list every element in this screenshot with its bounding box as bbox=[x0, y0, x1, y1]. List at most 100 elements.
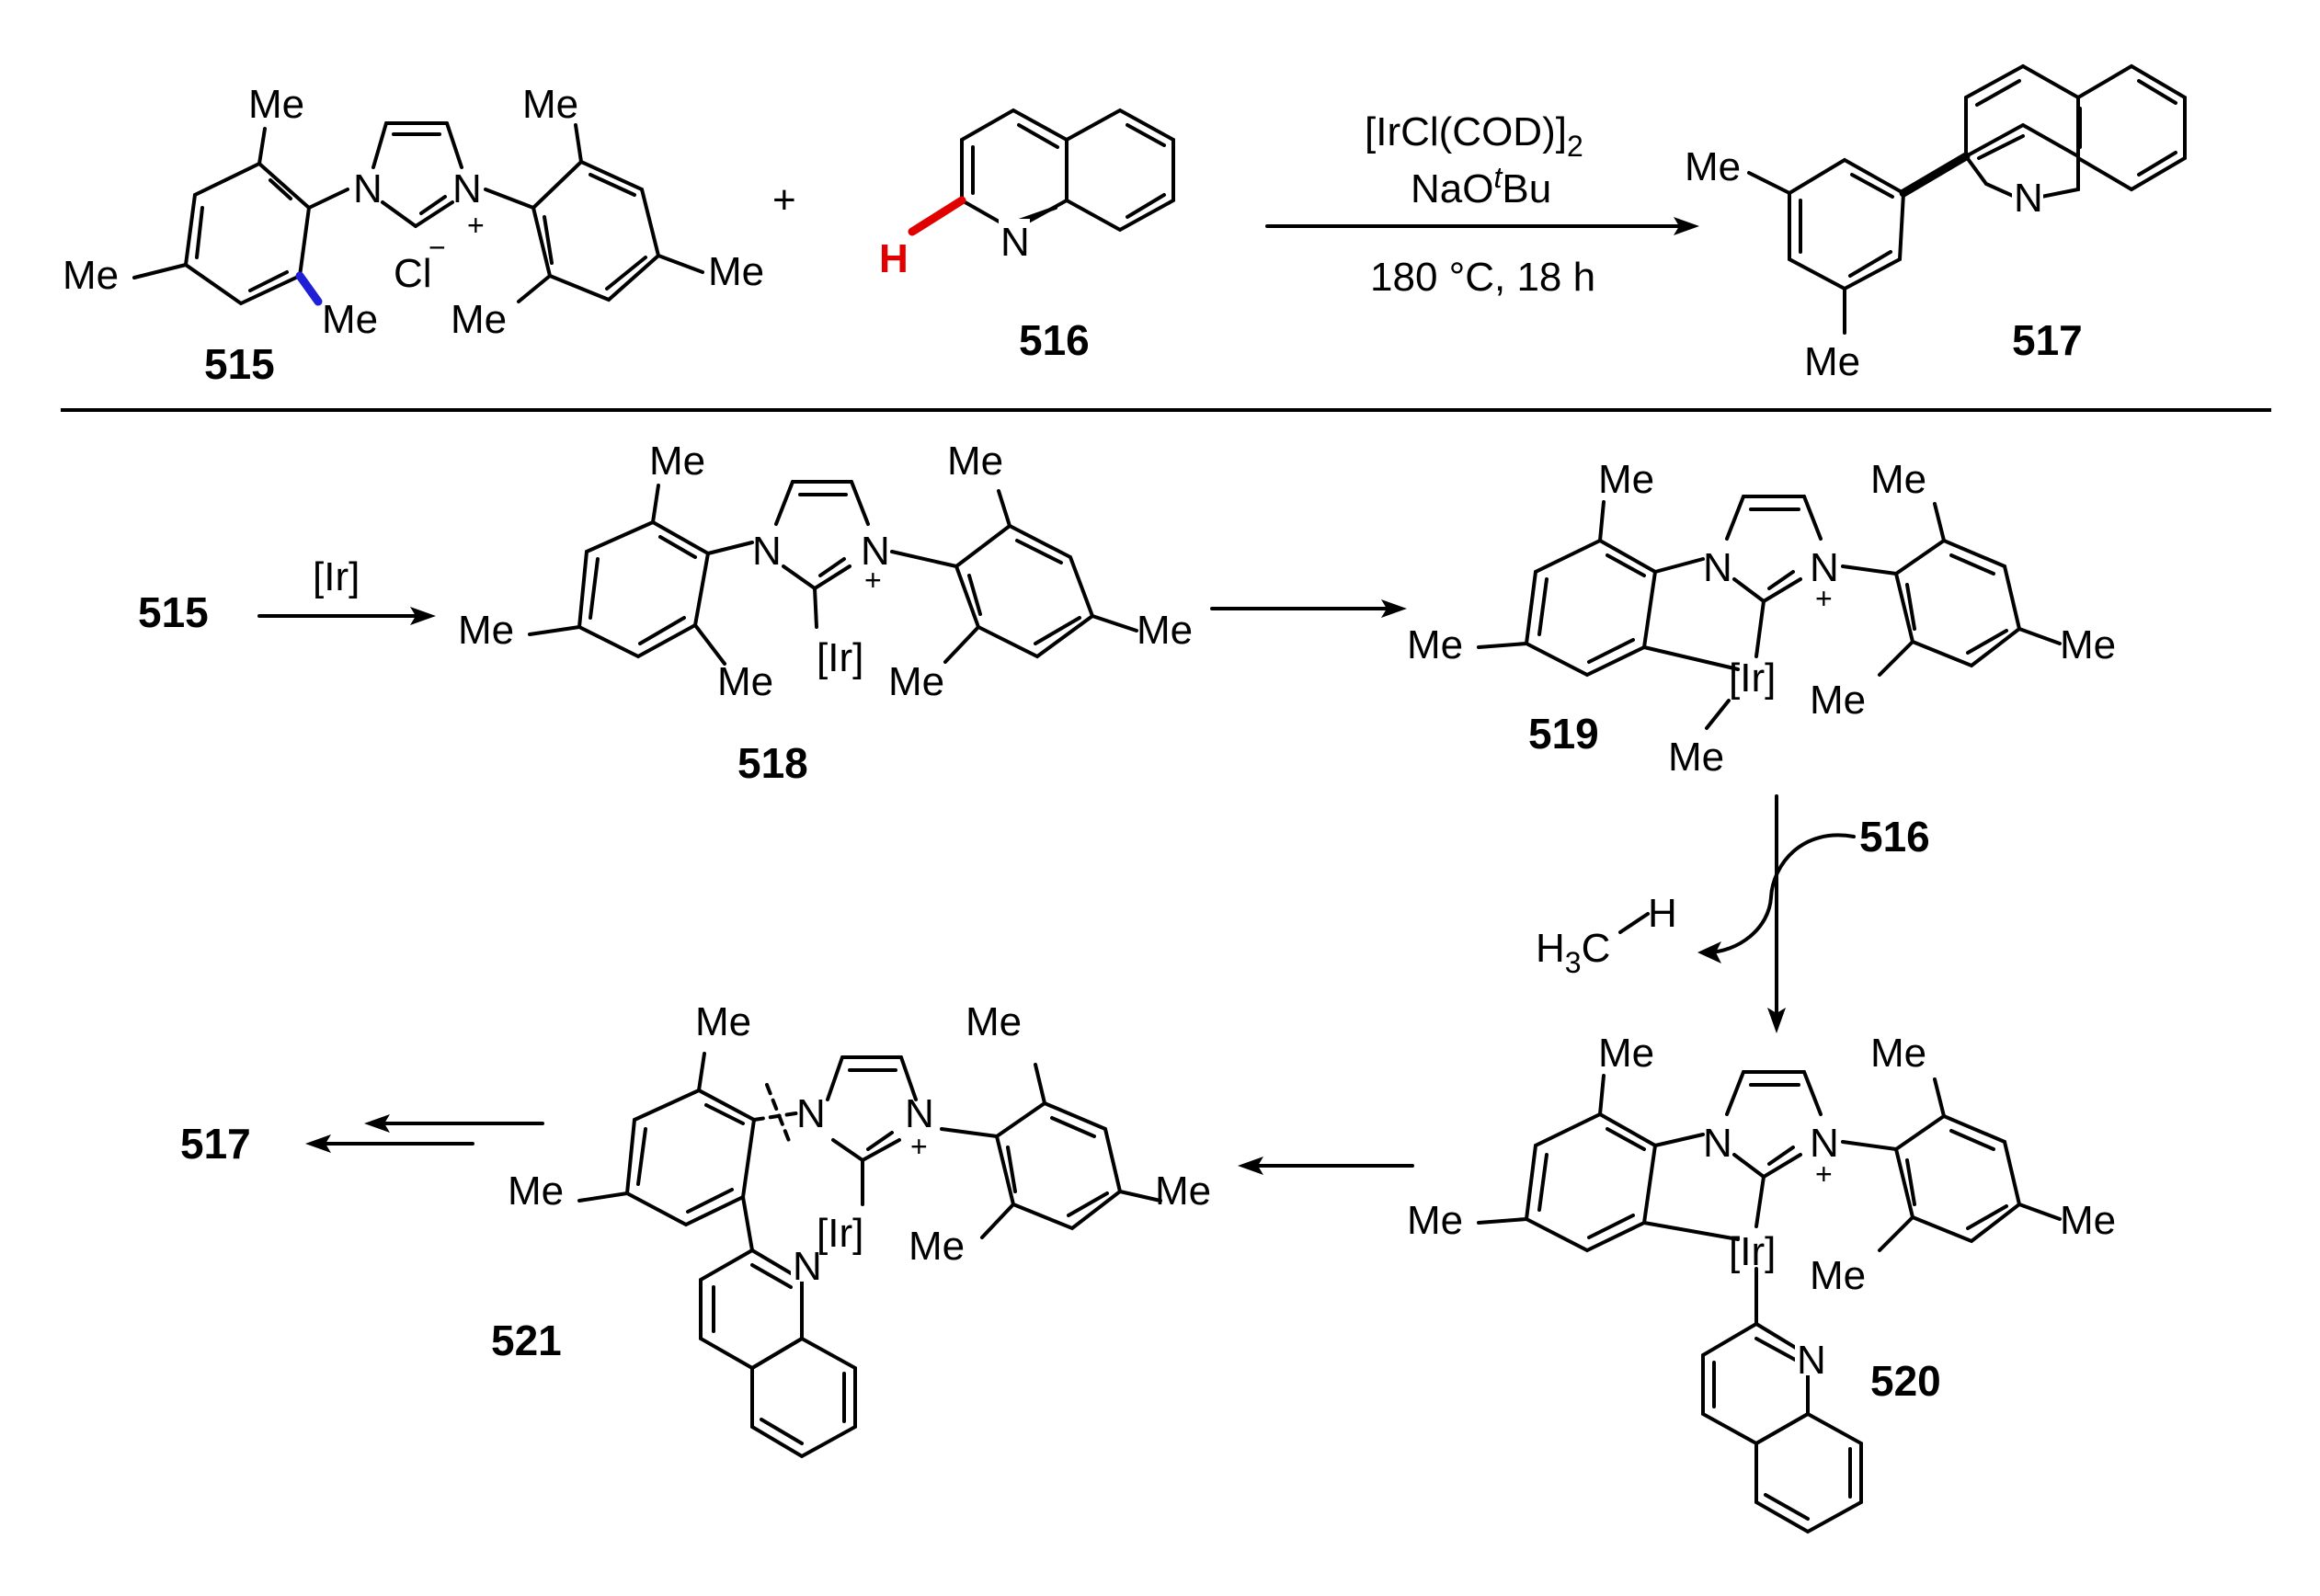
ir-label: [Ir] bbox=[817, 1211, 863, 1256]
arrow-head bbox=[1238, 1157, 1263, 1175]
curved-arrow bbox=[1705, 833, 1856, 954]
ch-bond bbox=[1618, 912, 1650, 934]
minus-charge: − bbox=[429, 231, 446, 264]
plus-sign: + bbox=[772, 177, 796, 222]
me-label: Me bbox=[458, 608, 514, 653]
plus-charge: + bbox=[1815, 582, 1833, 615]
n-label: N bbox=[1810, 545, 1839, 590]
compound-label-518: 518 bbox=[737, 739, 808, 787]
me-label: Me bbox=[2060, 622, 2116, 667]
compound-label-516: 516 bbox=[1019, 316, 1090, 364]
compound-label-517: 517 bbox=[2012, 316, 2083, 364]
me-label: Me bbox=[947, 439, 1003, 484]
me-label: Me bbox=[451, 297, 507, 342]
me-label: Me bbox=[1804, 339, 1860, 384]
me-label: Me bbox=[1870, 457, 1926, 502]
n-label: N bbox=[353, 166, 383, 211]
compound-label-521: 521 bbox=[491, 1317, 562, 1364]
me-label: Me bbox=[1810, 678, 1866, 723]
compound-label-516: 516 bbox=[1859, 813, 1930, 861]
intermediate-521 bbox=[577, 1052, 1162, 1459]
arrow-head bbox=[1767, 1008, 1786, 1033]
arrow-head bbox=[1674, 217, 1699, 235]
n-label: N bbox=[1703, 1121, 1732, 1166]
ir-label: [Ir] bbox=[1729, 1229, 1776, 1274]
me-label: Me bbox=[1137, 608, 1193, 653]
n-label: N bbox=[2014, 176, 2043, 221]
step-reagent-ir: [Ir] bbox=[313, 554, 360, 599]
compound-label-520: 520 bbox=[1870, 1357, 1941, 1405]
plus-charge: + bbox=[1815, 1157, 1833, 1191]
me-label: Me bbox=[695, 999, 751, 1044]
imidazolium-ring-518 bbox=[774, 480, 958, 629]
arrow-head bbox=[1381, 599, 1407, 618]
me-label: Me bbox=[717, 659, 773, 704]
me-label: Me bbox=[1668, 735, 1724, 780]
me-label: Me bbox=[508, 1168, 564, 1214]
compound-label-515: 515 bbox=[138, 588, 209, 636]
mesityl-ring-left-518 bbox=[528, 484, 754, 666]
n-label: N bbox=[796, 1091, 826, 1136]
me-label: Me bbox=[1598, 457, 1654, 502]
arrow-head bbox=[305, 1134, 331, 1153]
n-label: N bbox=[752, 529, 782, 574]
me-label: Me bbox=[649, 439, 705, 484]
methane-label: H3C bbox=[1536, 926, 1610, 979]
metallacycle-519 bbox=[1477, 495, 2062, 730]
me-label: Me bbox=[63, 253, 119, 298]
curved-arrow-head bbox=[1697, 941, 1721, 963]
compound-label-515: 515 bbox=[204, 340, 275, 388]
mesityl-ring-left-515 bbox=[132, 127, 349, 306]
n-mask bbox=[999, 219, 1030, 256]
quinoline-516 bbox=[960, 108, 1175, 233]
highlight-ch-bond bbox=[908, 196, 966, 236]
n-label: N bbox=[861, 529, 890, 574]
n-label: N bbox=[1703, 545, 1732, 590]
plus-charge: + bbox=[467, 209, 485, 242]
plus-charge: + bbox=[864, 564, 882, 597]
n-label: N bbox=[1810, 1121, 1839, 1166]
base-label: NaOtBu bbox=[1411, 161, 1551, 211]
me-label: Me bbox=[888, 659, 944, 704]
me-label: Me bbox=[1685, 144, 1741, 189]
me-label: Me bbox=[909, 1224, 965, 1269]
me-label: Me bbox=[2060, 1198, 2116, 1243]
mesityl-ring-right-515 bbox=[517, 123, 704, 303]
arrow-head bbox=[364, 1114, 390, 1133]
h-label: H bbox=[879, 236, 909, 281]
me-label: Me bbox=[322, 297, 378, 342]
me-label: Me bbox=[1598, 1031, 1654, 1076]
ir-label: [Ir] bbox=[817, 635, 863, 680]
n-label: N bbox=[1797, 1338, 1826, 1383]
me-label: Me bbox=[966, 999, 1022, 1044]
mesityl-ring-right-518 bbox=[943, 489, 1138, 664]
me-label: Me bbox=[522, 82, 578, 127]
n-mask bbox=[791, 1241, 822, 1282]
me-label: Me bbox=[1155, 1168, 1211, 1214]
arrow-head bbox=[410, 607, 436, 625]
me-label: Me bbox=[708, 249, 764, 294]
metallacycle-520 bbox=[1477, 1070, 2062, 1534]
compound-label-519: 519 bbox=[1528, 710, 1599, 758]
me-label: Me bbox=[1810, 1253, 1866, 1298]
me-label: Me bbox=[1407, 622, 1463, 667]
n-label: N bbox=[793, 1244, 822, 1289]
n-mask bbox=[2012, 173, 2043, 213]
product-517 bbox=[1747, 63, 2187, 335]
ir-label: [Ir] bbox=[1729, 656, 1776, 701]
n-label: N bbox=[905, 1091, 934, 1136]
imidazolium-ring-515 bbox=[371, 121, 535, 228]
n-label: N bbox=[452, 166, 482, 211]
me-label: Me bbox=[1407, 1198, 1463, 1243]
h-label: H bbox=[1648, 891, 1677, 936]
temperature-time-label: 180 °C, 18 h bbox=[1370, 255, 1595, 300]
me-label: Me bbox=[248, 82, 304, 127]
n-label: N bbox=[1000, 220, 1030, 265]
chloride-label: Cl bbox=[394, 251, 432, 296]
compound-label-517: 517 bbox=[180, 1120, 251, 1168]
plus-charge: + bbox=[910, 1130, 928, 1163]
catalyst-label: [IrCl(COD)]2 bbox=[1365, 109, 1583, 163]
me-label: Me bbox=[1870, 1031, 1926, 1076]
